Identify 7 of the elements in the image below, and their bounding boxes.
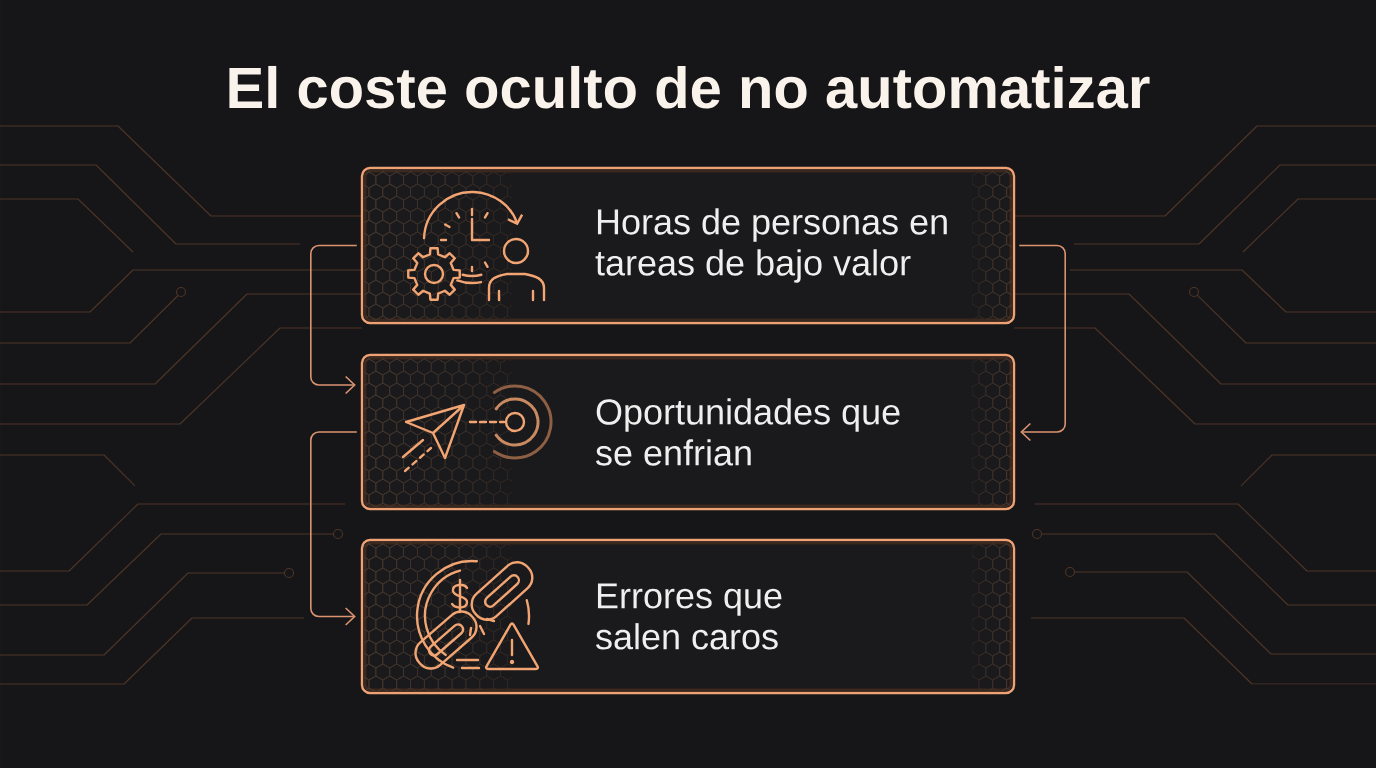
card: Errores que salen caros	[360, 538, 1016, 695]
card: Horas de personas en tareas de bajo valor	[360, 166, 1016, 325]
arrow	[310, 431, 358, 626]
card: Oportunidades que se enfrian	[360, 353, 1016, 511]
title: El coste oculto de no automatizar	[229, 65, 1150, 109]
arrow	[1018, 244, 1066, 442]
arrow	[310, 244, 358, 395]
